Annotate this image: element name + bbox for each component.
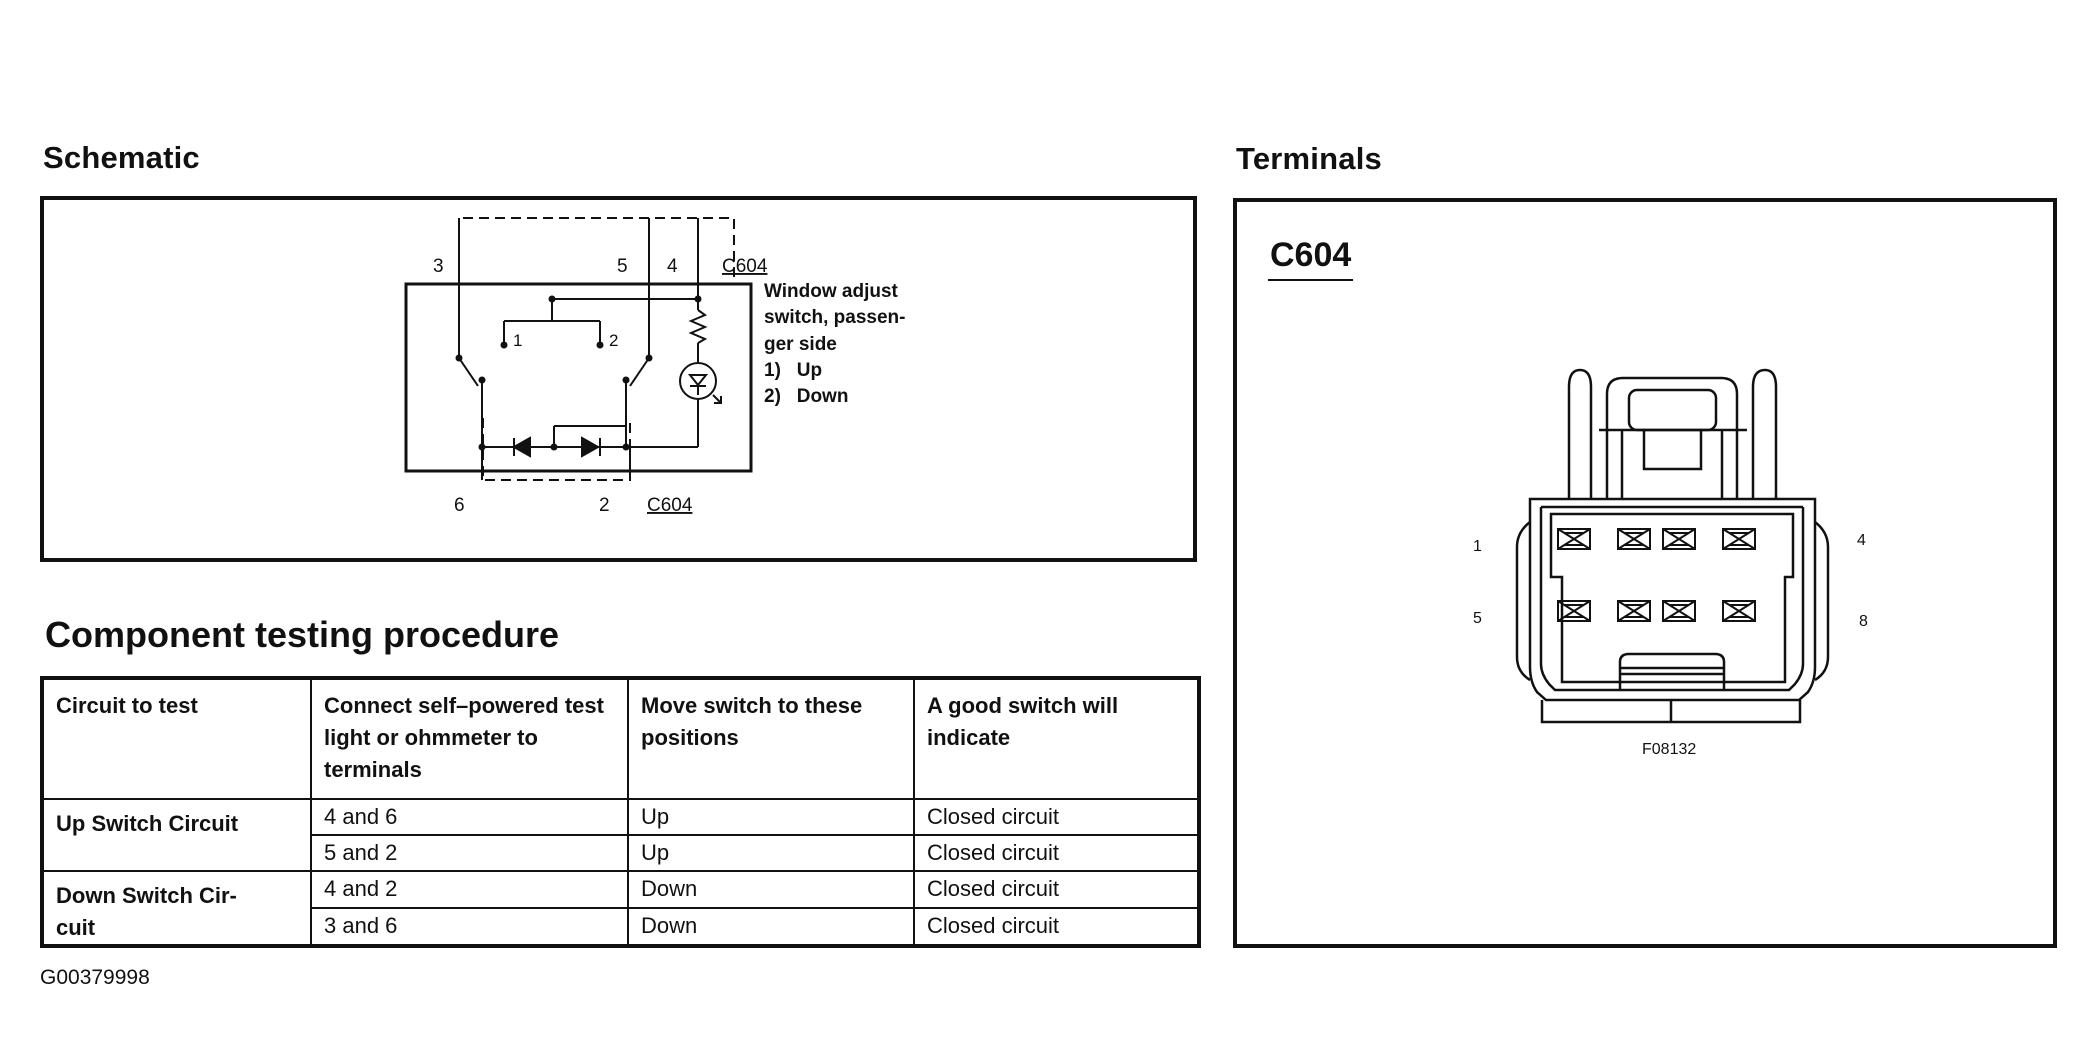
terminals-cell: 5 and 2 — [310, 834, 629, 872]
terminal-label-4: 4 — [1857, 532, 1866, 549]
table-row: Down Switch Cir- cuit 4 and 2 Down Close… — [41, 870, 1200, 947]
connector-face-diagram: C604 — [1268, 236, 1868, 758]
pin-label-2: 2 — [599, 495, 610, 516]
terminal-label-5: 5 — [1473, 610, 1482, 627]
schematic-panel: 3 5 4 C604 1 2 6 2 C604 Window adjust sw… — [40, 196, 1197, 562]
result-cell: Closed circuit — [913, 870, 1200, 909]
circuit-down: Down Switch Cir- cuit — [41, 870, 312, 947]
header-position: Move switch to these positions — [627, 677, 915, 800]
pin-label-5: 5 — [617, 256, 628, 277]
schematic-heading: Schematic — [43, 140, 200, 175]
switch-contact-2: 2 — [609, 331, 618, 350]
result-cell: Closed circuit — [913, 834, 1200, 872]
legend-line-5: 2) Down — [764, 386, 848, 407]
terminals-heading: Terminals — [1236, 141, 1382, 176]
procedure-heading: Component testing procedure — [45, 614, 560, 655]
pin-label-3: 3 — [433, 256, 444, 277]
pin-label-6: 6 — [454, 495, 465, 516]
position-cell: Down — [627, 906, 915, 948]
terminals-cell: 4 and 6 — [310, 798, 629, 836]
terminal-label-8: 8 — [1859, 613, 1868, 630]
switch-contact-1: 1 — [513, 331, 522, 350]
result-cell: Closed circuit — [913, 798, 1200, 836]
position-cell: Up — [627, 798, 915, 836]
legend-line-2: switch, passen- — [764, 307, 906, 328]
figure-id: G00379998 — [40, 966, 150, 989]
component-testing-table: Circuit to test Connect self–powered tes… — [40, 676, 1201, 948]
connector-label-top: C604 — [722, 256, 768, 277]
terminals-cell: 3 and 6 — [310, 906, 629, 948]
terminals-cell: 4 and 2 — [310, 870, 629, 909]
switch-schematic-diagram: 3 5 4 C604 1 2 6 2 C604 Window adjust sw… — [404, 217, 906, 516]
table-row: Up Switch Circuit 4 and 6 Up Closed circ… — [41, 798, 1200, 872]
position-cell: Down — [627, 870, 915, 909]
header-circuit: Circuit to test — [41, 677, 312, 800]
figure-code: F08132 — [1642, 741, 1696, 758]
legend-line-4: 1) Up — [764, 360, 822, 381]
table-row: 5 and 2 Up Closed circuit — [42, 834, 1200, 872]
result-cell: Closed circuit — [913, 906, 1200, 948]
legend-line-3: ger side — [764, 334, 837, 355]
legend-line-1: Window adjust — [764, 281, 899, 302]
circuit-up: Up Switch Circuit — [41, 798, 312, 872]
connector-title: C604 — [1270, 236, 1351, 274]
table-header-row: Circuit to test Connect self–powered tes… — [41, 677, 1200, 800]
terminals-panel: C604 — [1233, 198, 2057, 948]
header-terminals: Connect self–powered test light or ohmme… — [310, 677, 629, 800]
pin-label-4: 4 — [667, 256, 678, 277]
connector-label-bottom: C604 — [647, 495, 693, 516]
terminal-label-1: 1 — [1473, 538, 1482, 555]
table-row: 3 and 6 Down Closed circuit — [42, 906, 1200, 948]
header-result: A good switch will indicate — [913, 677, 1200, 800]
position-cell: Up — [627, 834, 915, 872]
